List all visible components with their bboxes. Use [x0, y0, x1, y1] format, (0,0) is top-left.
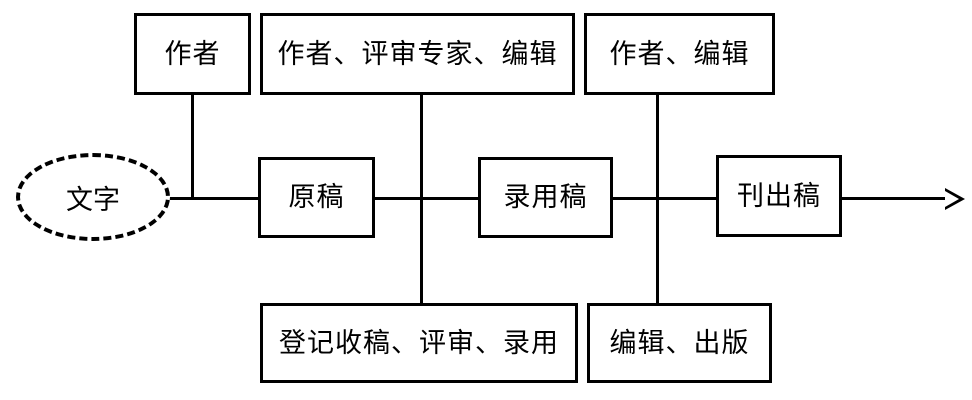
- source-node-label: 文字: [66, 184, 120, 216]
- activity-node-1-label: 登记收稿、评审、录用: [279, 327, 559, 359]
- activity-node-2-label: 编辑、出版: [609, 327, 750, 359]
- connector-actor-2-to-activity-1: [420, 93, 423, 305]
- connector-stage-1-to-stage-2: [373, 197, 480, 200]
- connector-stage-3-to-arrow: [841, 197, 949, 200]
- source-node-text[interactable]: 文字: [16, 153, 170, 241]
- actor-node-1[interactable]: 作者: [134, 13, 251, 95]
- stage-node-2-label: 录用稿: [503, 182, 588, 213]
- stage-node-1-label: 原稿: [288, 182, 345, 213]
- stage-node-1[interactable]: 原稿: [258, 157, 375, 238]
- stage-node-2[interactable]: 录用稿: [478, 157, 613, 238]
- actor-node-2-label: 作者、评审专家、编辑: [277, 38, 558, 70]
- connector-source-to-stage-1: [168, 197, 260, 200]
- actor-node-3[interactable]: 作者、编辑: [584, 13, 775, 95]
- stage-node-3-label: 刊出稿: [737, 180, 821, 212]
- connector-stage-2-to-stage-3: [611, 197, 718, 200]
- actor-node-1-label: 作者: [164, 38, 221, 70]
- flow-arrow-icon: [945, 188, 965, 210]
- connector-actor-1-to-spine: [191, 93, 194, 199]
- actor-node-2[interactable]: 作者、评审专家、编辑: [260, 13, 575, 95]
- stage-node-3[interactable]: 刊出稿: [716, 155, 842, 237]
- activity-node-1[interactable]: 登记收稿、评审、录用: [260, 303, 578, 383]
- activity-node-2[interactable]: 编辑、出版: [587, 303, 772, 383]
- connector-actor-3-to-activity-2: [656, 93, 659, 305]
- actor-node-3-label: 作者、编辑: [609, 38, 750, 70]
